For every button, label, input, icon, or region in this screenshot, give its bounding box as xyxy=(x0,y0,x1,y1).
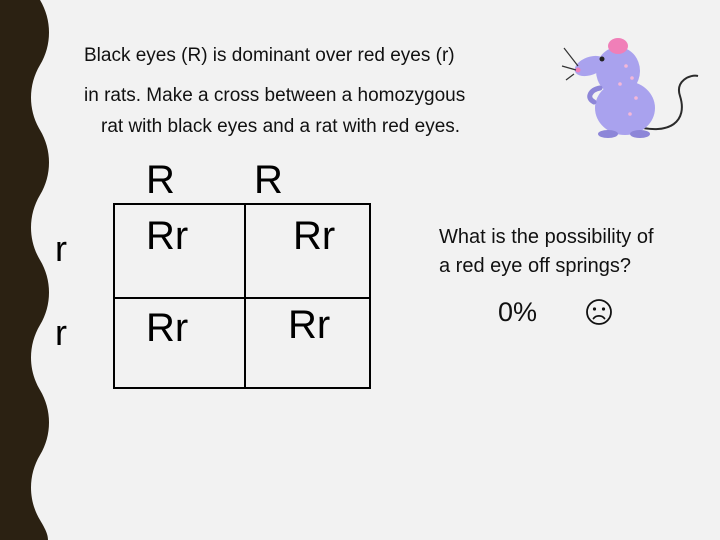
punnett-cell: Rr xyxy=(146,214,189,258)
frown-face-icon xyxy=(586,299,612,325)
problem-line-3: rat with black eyes and a rat with red e… xyxy=(101,116,461,137)
punnett-cell: Rr xyxy=(288,303,331,347)
problem-line-2: in rats. Make a cross between a homozygo… xyxy=(84,85,466,106)
question-line-1: What is the possibility of xyxy=(439,226,654,248)
punnett-row-label: r xyxy=(55,228,67,269)
punnett-col-header: R xyxy=(146,158,175,202)
punnett-cell: Rr xyxy=(293,214,336,258)
problem-line-1: Black eyes (R) is dominant over red eyes… xyxy=(84,45,455,66)
punnett-square-grid xyxy=(113,203,371,389)
wavy-left-border xyxy=(0,0,49,540)
question-text: What is the possibility of a red eye off… xyxy=(439,223,654,281)
punnett-cell: Rr xyxy=(146,306,189,350)
question-line-2: a red eye off springs? xyxy=(439,255,631,277)
answer-value: 0% xyxy=(498,297,538,327)
mouse-illustration xyxy=(561,38,699,138)
punnett-row-label: r xyxy=(55,312,67,353)
punnett-col-header: R xyxy=(254,158,283,202)
